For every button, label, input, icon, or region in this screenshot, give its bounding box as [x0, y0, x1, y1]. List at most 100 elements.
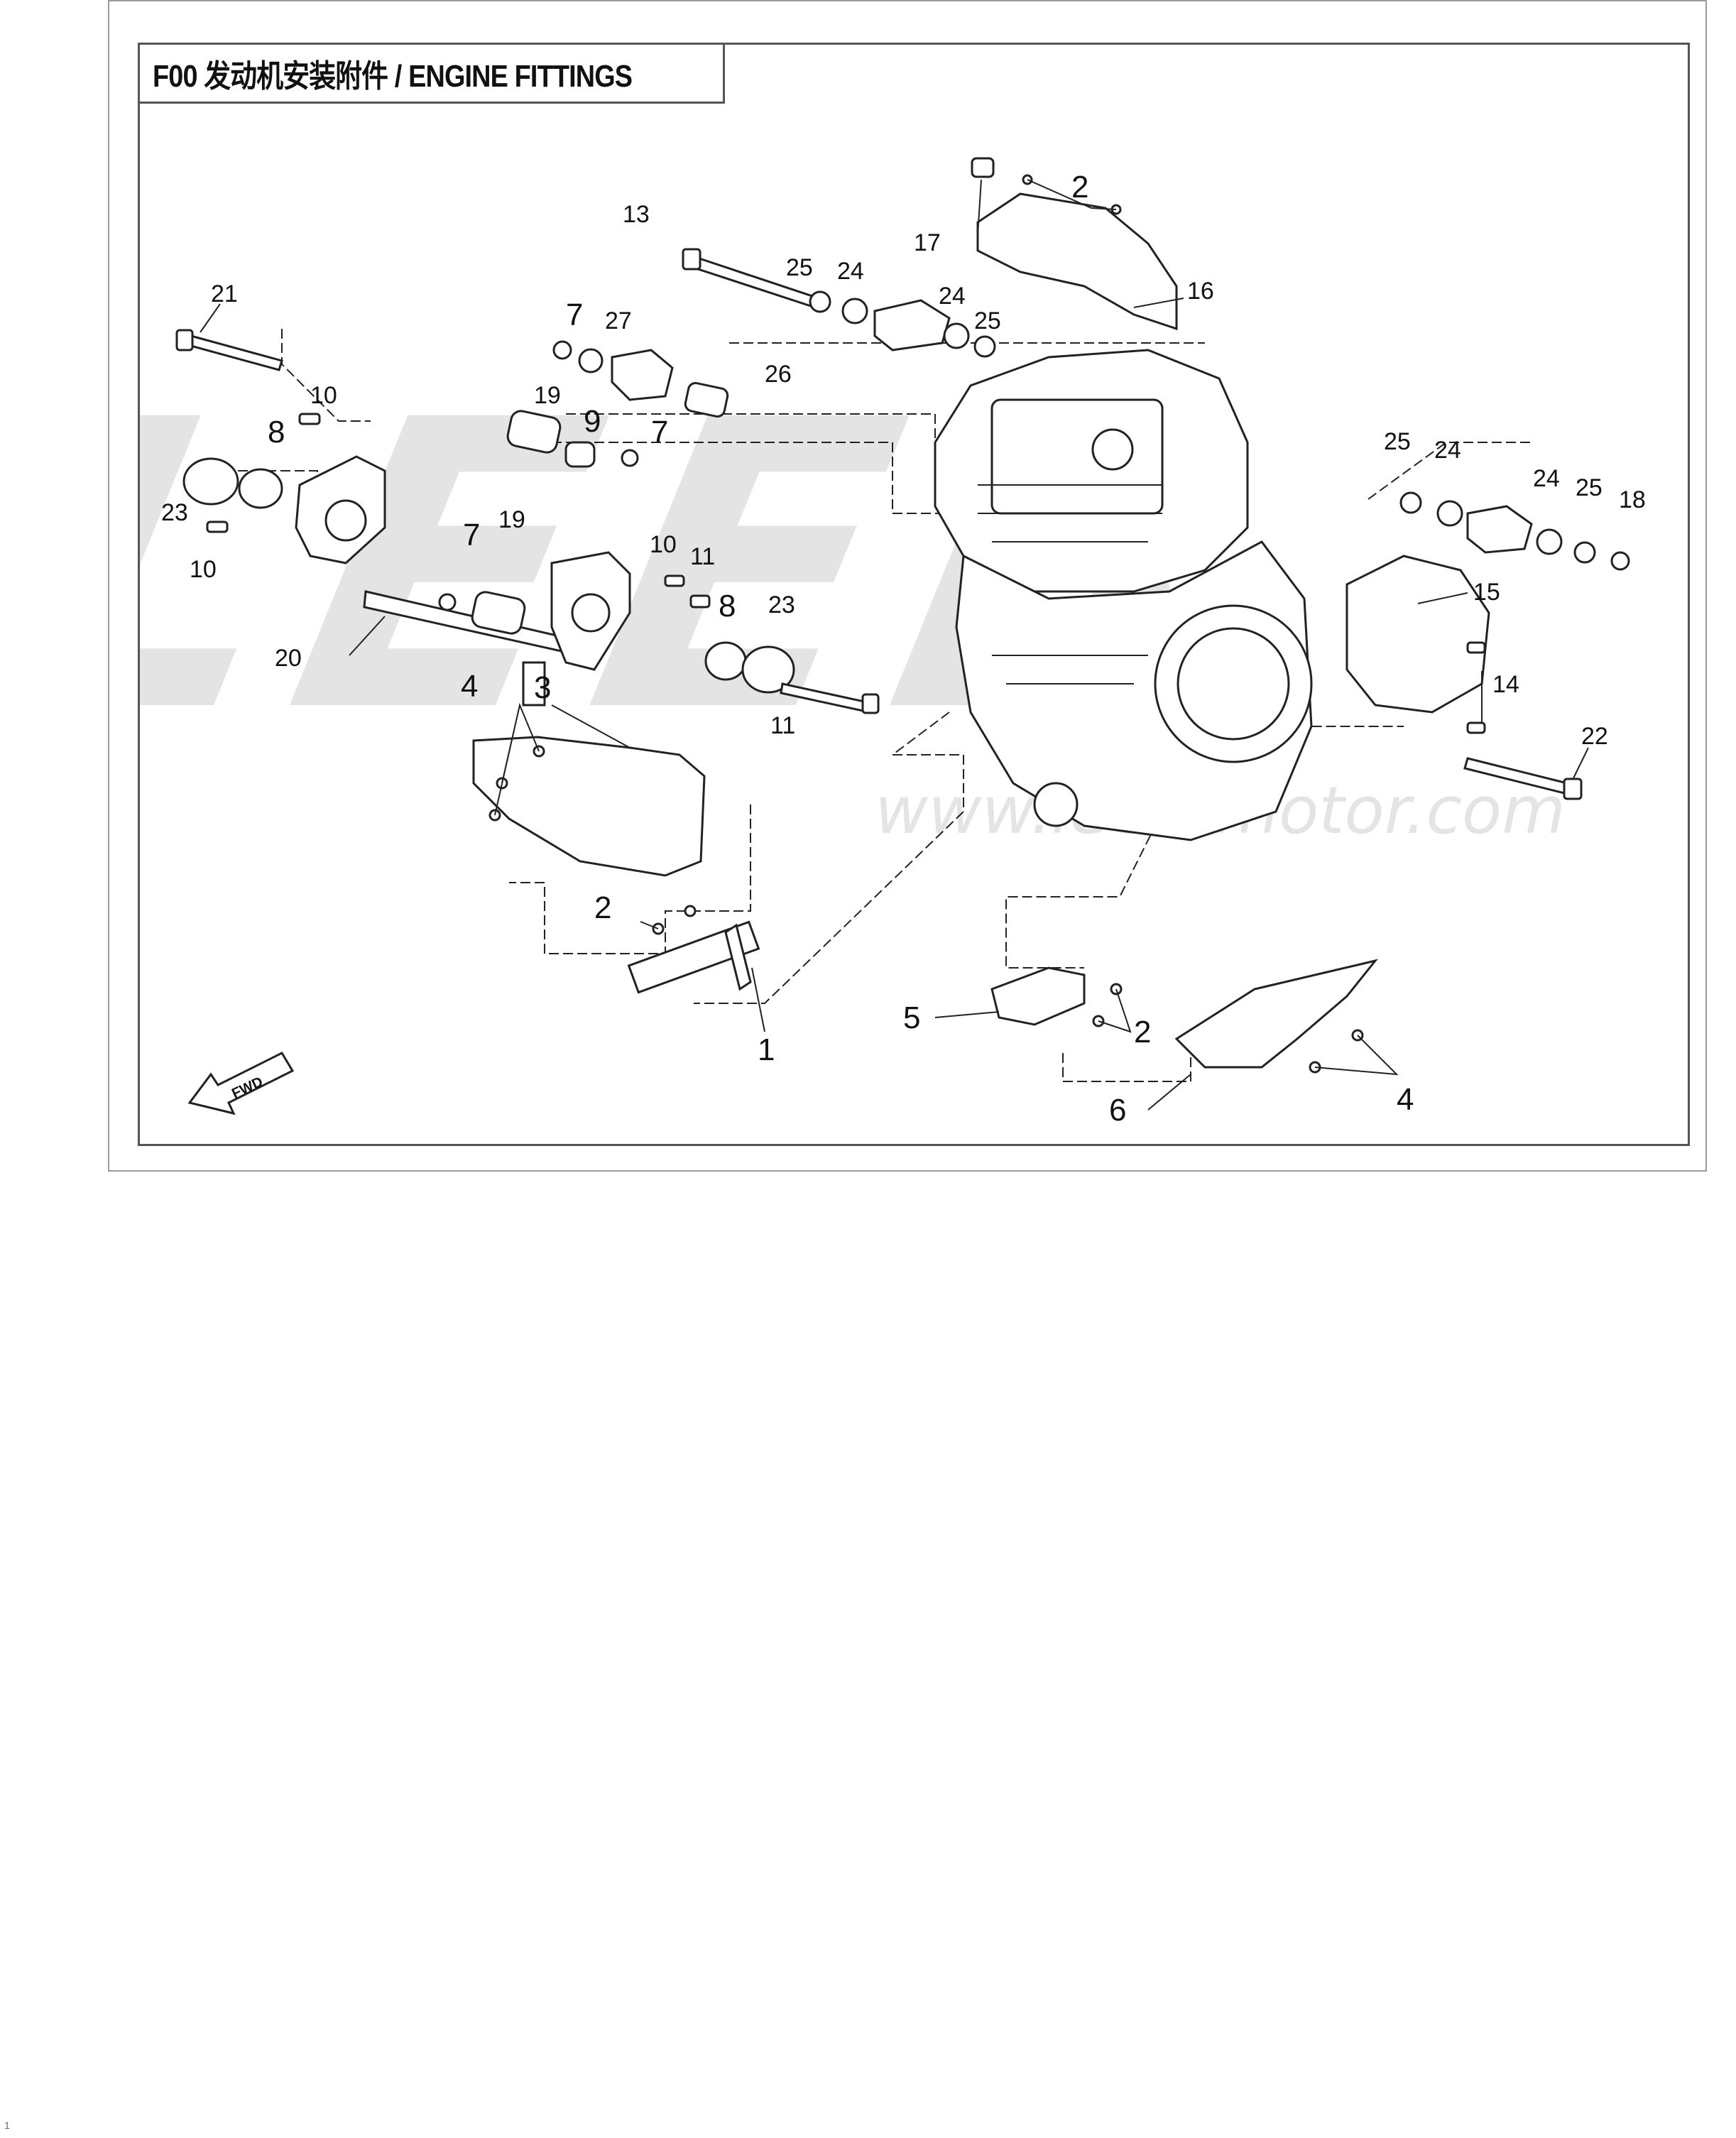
leader-5 [934, 1011, 1000, 1018]
lower-shaft-assembly [363, 551, 880, 714]
rubber-23-right [741, 645, 795, 694]
collar-25-b [973, 335, 996, 358]
callout-4: 4 [461, 669, 478, 704]
side-cover-assembly [1345, 555, 1583, 800]
callout-8: 8 [268, 415, 285, 449]
engine-oil-cap [1091, 428, 1134, 471]
leader-2-top [1027, 179, 1117, 210]
bolt-21-head [175, 329, 194, 351]
bolt-11-head [861, 693, 880, 714]
bushing-24-d [1536, 528, 1563, 555]
spacer-26 [684, 381, 729, 418]
top-cover-assembly [971, 157, 1178, 331]
engine-fins [978, 484, 1162, 685]
leader-2-left [640, 921, 659, 929]
fwd-arrow-shape [187, 1052, 295, 1116]
callout-14: 14 [1492, 671, 1519, 698]
engine-head-cover [990, 398, 1164, 515]
leader-3 [551, 704, 630, 748]
upper-shaft-assembly [506, 340, 729, 468]
guide-line-front-bracket [694, 711, 964, 1004]
bolt-13-head [682, 248, 702, 271]
bushing-24-a [841, 298, 868, 324]
callout-7: 7 [566, 298, 583, 332]
leader-16 [1133, 298, 1184, 308]
bolt-22-head [1563, 778, 1583, 800]
leader-20 [349, 616, 386, 656]
bracket-5 [990, 966, 1086, 1026]
collar-25-d [1573, 541, 1596, 564]
nut-18 [1610, 551, 1630, 571]
callout-27: 27 [605, 307, 632, 334]
callout-numbers: 1 2 2 2 3 4 4 5 6 7 7 7 8 8 9 10 10 10 1… [161, 170, 1646, 1128]
callout-23: 23 [161, 499, 188, 526]
left-mount-assembly [182, 413, 386, 565]
page-number: 1 [4, 2120, 10, 2131]
callout-10: 10 [190, 556, 217, 583]
rubber-8-left [238, 468, 283, 509]
callout-21: 21 [211, 280, 238, 307]
collar-9 [564, 441, 596, 468]
leader-15 [1417, 592, 1468, 604]
callout-15: 15 [1473, 579, 1500, 606]
exploded-parts-diagram: LEEB www.leeb-motor.com [140, 157, 1646, 1128]
bolt-14-a [1466, 641, 1486, 654]
callout-8: 8 [719, 589, 736, 623]
diagram-inner-frame: F00 发动机安装附件 / ENGINE FITTINGS LEEB www.l… [138, 43, 1690, 1146]
callout-5: 5 [903, 1000, 920, 1035]
callout-3: 3 [534, 670, 551, 705]
leader-6 [1147, 1074, 1191, 1111]
callout-2: 2 [1071, 170, 1088, 204]
bushing-19-a [506, 410, 562, 454]
diagram-frame: F00 发动机安装附件 / ENGINE FITTINGS LEEB www.l… [108, 0, 1707, 1172]
guide-line-right-mount [1367, 442, 1532, 500]
bolt-10-b [206, 520, 229, 533]
mount-sleeve-right [1466, 505, 1533, 554]
callout-22: 22 [1581, 723, 1608, 750]
callout-13: 13 [623, 201, 650, 228]
bracket-1-arm [724, 923, 752, 991]
guide-line-bolt-21 [281, 329, 371, 422]
bolt-10-c [664, 574, 685, 587]
side-cover-15 [1345, 555, 1490, 714]
fwd-arrow: FWD [187, 1052, 295, 1116]
bushing-19-b [471, 591, 526, 635]
leader-13 [707, 261, 750, 276]
bracket-1 [627, 920, 760, 994]
top-cover-16 [976, 192, 1178, 331]
callout-11: 11 [770, 712, 795, 739]
leader-4-left [494, 702, 540, 816]
callout-7: 7 [463, 518, 480, 552]
engine-oil-filter [1033, 782, 1079, 827]
callout-4: 4 [1397, 1082, 1414, 1117]
nut-7-a [438, 593, 457, 611]
callout-16: 16 [1187, 278, 1214, 305]
callout-6: 6 [1109, 1093, 1126, 1128]
engine-assembly [934, 349, 1313, 841]
lower-left-guard-assembly [472, 736, 760, 994]
bolt-21-assembly [175, 329, 283, 371]
leader-lines [200, 179, 1589, 1111]
rubber-8-right [704, 641, 747, 681]
callout-2: 2 [1134, 1015, 1151, 1049]
collar-25-c [1399, 491, 1422, 514]
callout-26: 26 [765, 361, 792, 388]
collar-25-a [809, 290, 831, 313]
callout-18: 18 [1619, 486, 1646, 513]
leader-17 [977, 179, 982, 236]
callout-19: 19 [534, 382, 561, 409]
callout-7: 7 [651, 415, 668, 449]
callout-19: 19 [498, 506, 525, 533]
callout-10: 10 [650, 531, 677, 558]
rubber-23-left [182, 457, 239, 506]
callout-17: 17 [914, 229, 941, 256]
bolt-10-a [298, 413, 321, 425]
mount-sleeve-upper [873, 299, 951, 351]
leader-1 [751, 967, 765, 1032]
nut-7-b [552, 340, 572, 360]
leader-4-right [1314, 1035, 1399, 1076]
right-mount-assembly [1399, 491, 1630, 571]
callout-24: 24 [837, 258, 864, 285]
mount-sleeve-left [611, 349, 674, 401]
bushing-24-c [1436, 500, 1463, 527]
